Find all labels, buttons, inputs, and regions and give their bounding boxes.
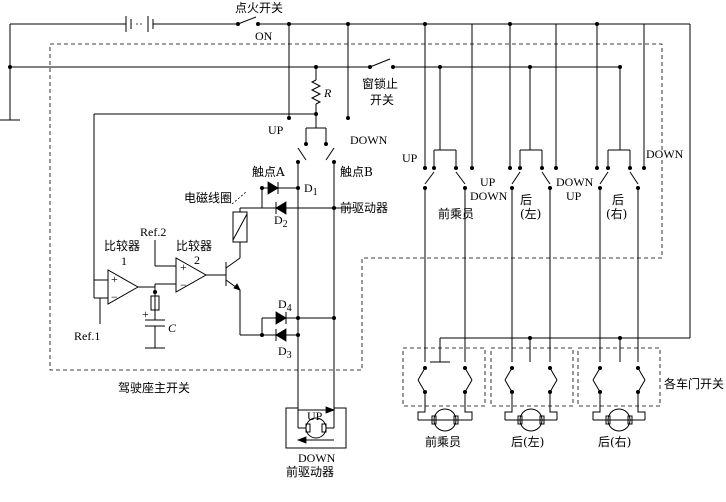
- svg-text:+: +: [111, 272, 118, 286]
- front-passenger-switch-label: 前乘员: [438, 206, 474, 221]
- comparator-1-label: 比较器: [104, 238, 140, 253]
- svg-text:2: 2: [194, 253, 200, 267]
- driver-master-switch-label: 驾驶座主开关: [118, 380, 190, 395]
- svg-text:DOWN: DOWN: [646, 147, 684, 161]
- front-actuator-motor: UP DOWN 前驱动器: [285, 406, 347, 479]
- rear-right-switch-label: 后: [612, 193, 624, 207]
- svg-text:UP: UP: [480, 175, 496, 189]
- solenoid-coil: 电磁线圈: [184, 190, 262, 258]
- resistor-r: R: [310, 67, 332, 116]
- window-lock-switch: 窗锁止 开关: [362, 58, 398, 107]
- master-switch-rear-left: DOWN UP 后 (左): [508, 24, 594, 221]
- master-down-label: DOWN: [350, 133, 388, 147]
- rear-left-switch-label-2: (左): [520, 206, 541, 221]
- motor-rear-right: 后(右): [592, 392, 646, 449]
- driver-master-switch-box: [49, 43, 663, 371]
- comparator-2: + − 比较器 2 Ref.2: [140, 225, 226, 293]
- motor-front-passenger-label: 前乘员: [425, 434, 461, 449]
- diode-d2: D2: [262, 201, 354, 230]
- svg-text:UP: UP: [402, 151, 418, 165]
- contact-b-label: 触点B: [340, 165, 373, 179]
- diode-d3: D3: [262, 328, 298, 361]
- window-lock-label-2: 开关: [370, 93, 394, 107]
- motor-front-actuator-label: 前驱动器: [286, 464, 334, 479]
- master-switch-front-passenger: UP UP DOWN 前乘员: [402, 24, 508, 221]
- window-lock-label-1: 窗锁止: [362, 76, 398, 91]
- contact-a-label: 触点A: [252, 165, 285, 179]
- resistor-label: R: [323, 86, 332, 100]
- rear-left-switch-label: 后: [520, 193, 532, 207]
- d3-label: D3: [278, 344, 292, 361]
- front-actuator-label: 前驱动器: [340, 200, 388, 215]
- coil-label: 电磁线圈: [184, 190, 232, 205]
- svg-text:+: +: [142, 307, 149, 321]
- door-switch-front-passenger: [402, 347, 486, 407]
- svg-text:+: +: [180, 260, 187, 274]
- battery: [10, 16, 238, 32]
- master-switch-rear-right: DOWN 后 (右): [595, 24, 684, 221]
- rear-right-switch-label-2: (右): [606, 206, 627, 221]
- svg-text:1: 1: [121, 254, 127, 268]
- diode-d1: D1: [262, 181, 318, 198]
- ignition-on-label: ON: [255, 29, 273, 43]
- svg-text:DOWN: DOWN: [556, 175, 594, 189]
- d2-label: D2: [274, 213, 288, 230]
- capacitor-label: C: [168, 321, 177, 335]
- motor-front-passenger: 前乘员: [417, 392, 473, 449]
- door-switch-rear-right: [577, 347, 661, 407]
- motor-up-label: UP: [307, 409, 323, 423]
- motor-rear-right-label: 后(右): [598, 434, 631, 449]
- ref2-label: Ref.2: [140, 225, 166, 239]
- svg-text:−: −: [111, 290, 118, 304]
- svg-text:DOWN: DOWN: [470, 189, 508, 203]
- capacitor-c: + C: [142, 292, 177, 349]
- motor-down-label: DOWN: [298, 451, 336, 465]
- d4-label: D4: [278, 297, 292, 314]
- ignition-switch-label: 点火开关: [235, 1, 283, 15]
- svg-text:UP: UP: [566, 189, 582, 203]
- door-switches-label: 各车门开关: [664, 376, 724, 391]
- master-up-label: UP: [268, 123, 284, 137]
- motor-rear-left-label: 后(左): [511, 434, 544, 449]
- diode-d4: D4: [262, 297, 334, 325]
- comparator-2-label: 比较器: [176, 238, 212, 253]
- motor-rear-left: 后(左): [504, 392, 558, 449]
- svg-text:−: −: [180, 278, 187, 292]
- ref1-label: Ref.1: [74, 329, 100, 343]
- master-switch-contacts: 触点A 触点B: [252, 114, 373, 179]
- door-switch-rear-left: [490, 347, 574, 407]
- ignition-switch: 点火开关 ON: [235, 1, 283, 43]
- d1-label: D1: [304, 181, 318, 198]
- comparator-1: + − 比较器 1 Ref.1: [74, 238, 157, 343]
